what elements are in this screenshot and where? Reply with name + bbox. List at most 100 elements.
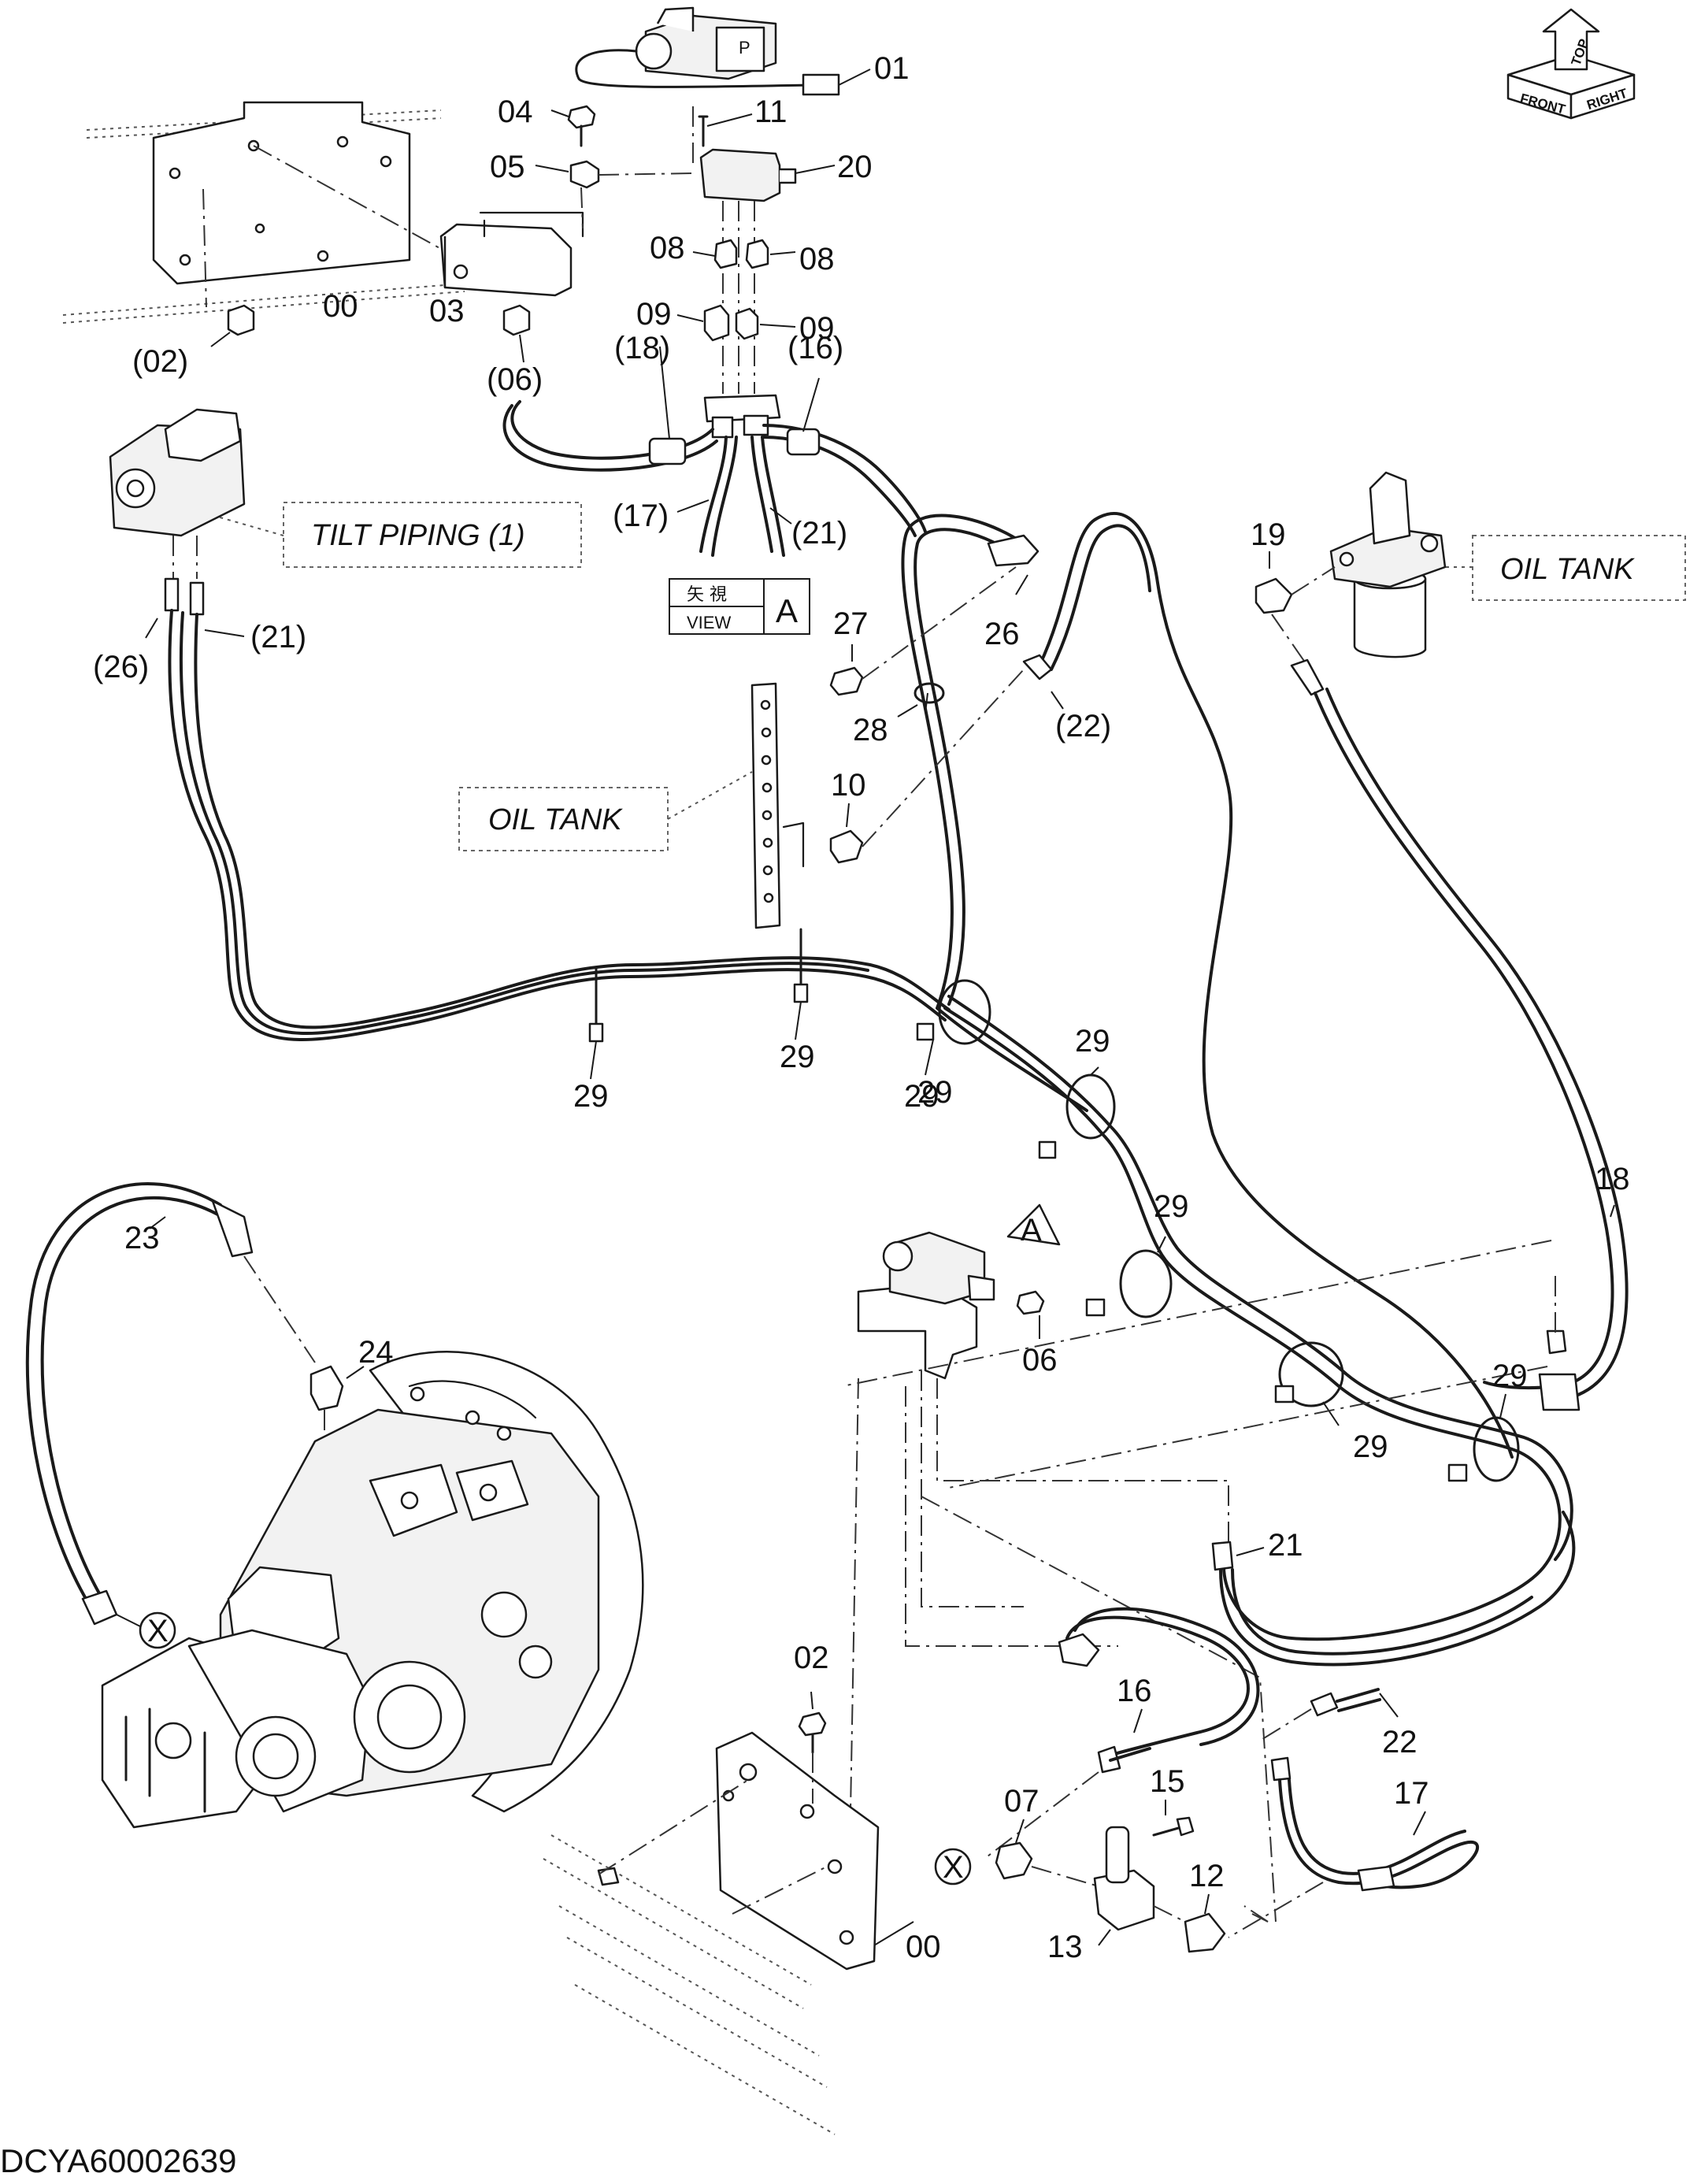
oil-tank-plate: OIL TANK [458, 682, 805, 929]
x-marker-left-text: X [147, 1614, 169, 1648]
callout-21-paren-left: (21) [250, 620, 306, 654]
tilt-valve [109, 408, 246, 579]
x-marker-left: X [116, 1611, 176, 1649]
hose-23 [25, 1182, 316, 1626]
callout-02-lower: 02 [794, 1641, 829, 1675]
callout-20: 20 [837, 150, 873, 184]
x-marker-bottom-text: X [943, 1850, 964, 1885]
callout-18: 18 [1595, 1162, 1630, 1196]
callout-01: 01 [874, 51, 910, 86]
clamps-29-rings [916, 979, 1520, 1482]
left-hoses [145, 577, 951, 1041]
tee-05 [535, 160, 694, 229]
callout-04: 04 [498, 95, 533, 129]
callout-08-left: 08 [650, 231, 685, 265]
callout-21-paren: (21) [791, 516, 847, 551]
callout-09-right: 09 [799, 311, 835, 346]
fittings-08-09 [676, 201, 796, 394]
callout-23: 23 [124, 1221, 160, 1255]
callout-16-lower: 16 [1117, 1674, 1152, 1708]
bolt-15 [1152, 1800, 1195, 1837]
bracket-03 [439, 211, 584, 297]
callout-03: 03 [429, 294, 465, 328]
callout-06-lower: 06 [1022, 1343, 1058, 1378]
callout-15: 15 [1150, 1764, 1185, 1799]
view-a-marker: A [1006, 1203, 1061, 1248]
lower-solenoid-bracket [850, 1231, 1229, 1812]
callout-00-lower: 00 [906, 1930, 941, 1964]
block-13 [1093, 1826, 1186, 1946]
callout-07: 07 [1004, 1784, 1040, 1819]
hose-manifold [502, 346, 927, 557]
center-loop-hoses [901, 511, 1573, 1641]
x-marker-bottom: X [934, 1848, 972, 1886]
callout-18-paren: (18) [614, 331, 670, 365]
view-kanji: 矢 視 [687, 585, 727, 605]
callout-08-right: 08 [799, 242, 835, 276]
callout-27: 27 [833, 606, 869, 641]
clip-28 [897, 682, 945, 717]
tilt-piping-label: TILT PIPING (1) [311, 519, 525, 552]
hose-22-lower [1259, 1688, 1399, 1741]
callout-09-left: 09 [636, 297, 672, 332]
bolt-02-lower [798, 1691, 827, 1804]
hose-17-lower [1228, 1756, 1480, 1938]
bolt-06-lower [1016, 1290, 1045, 1339]
callout-21-lower: 21 [1268, 1528, 1303, 1563]
nut-06-top [502, 304, 531, 363]
assembly-dash-lines [842, 1240, 1556, 1923]
callout-13: 13 [1047, 1930, 1083, 1964]
callout-labels: 01 04 11 05 20 08 08 09 09 (02) 00 03 (0… [93, 51, 1630, 1964]
callout-17-lower: 17 [1394, 1776, 1429, 1811]
callout-22-paren: (22) [1055, 709, 1111, 743]
callout-17-paren: (17) [613, 499, 669, 533]
callout-29-h: 29 [917, 1075, 953, 1110]
bolt-04 [550, 105, 596, 147]
fitting-27 [829, 566, 1017, 696]
callout-12: 12 [1189, 1859, 1225, 1893]
hose-16-lower [984, 1607, 1260, 1860]
callout-06-paren: (06) [487, 362, 543, 397]
callout-02-paren: (02) [132, 344, 188, 379]
callout-26-paren: (26) [93, 650, 149, 684]
callout-19: 19 [1251, 517, 1286, 552]
callout-29-g: 29 [1492, 1359, 1528, 1393]
bolt-11 [692, 106, 753, 169]
view-a-box: 矢 視 VIEW A [669, 578, 810, 635]
callout-24: 24 [358, 1335, 394, 1370]
callout-29-a: 29 [573, 1079, 609, 1114]
hydraulic-pump [101, 1351, 644, 1829]
callout-29-d: 29 [1075, 1024, 1110, 1059]
callout-11: 11 [754, 95, 788, 129]
bolt-02-top [210, 304, 255, 347]
mounting-plate-bottom [543, 1731, 914, 2135]
solenoid-valve-01: P [575, 6, 871, 96]
callout-29-b: 29 [780, 1040, 815, 1074]
drawing-code: DCYA60002639 [0, 2142, 236, 2179]
callout-26: 26 [984, 617, 1020, 651]
callout-29-c: 29 [904, 1079, 939, 1114]
callout-29-f: 29 [1353, 1429, 1388, 1464]
view-a-marker-text: A [1021, 1213, 1042, 1248]
callout-22-lower: 22 [1382, 1725, 1418, 1759]
callout-29-e: 29 [1154, 1189, 1189, 1224]
svg-text:P: P [739, 38, 750, 57]
callout-05: 05 [490, 150, 525, 184]
callout-28: 28 [853, 713, 888, 747]
oil-tank-filter: OIL TANK [1329, 471, 1686, 658]
callout-00-top: 00 [323, 289, 358, 324]
sensor-10 [829, 669, 1025, 864]
hose-18-right [1290, 658, 1629, 1411]
fitting-12 [1184, 1893, 1226, 1953]
mounting-plate-top [62, 101, 505, 324]
orientation-compass: FRONT TOP RIGHT [1506, 8, 1636, 120]
callout-10: 10 [831, 768, 866, 803]
clips-29-left [588, 928, 809, 1080]
callout-16-paren: (16) [788, 331, 843, 365]
valve-block-20 [699, 148, 836, 202]
tilt-piping-label-box: TILT PIPING (1) [200, 502, 582, 568]
elbow-19 [1254, 551, 1336, 666]
oil-tank-label-mid: OIL TANK [488, 803, 623, 836]
view-word: VIEW [687, 613, 731, 632]
